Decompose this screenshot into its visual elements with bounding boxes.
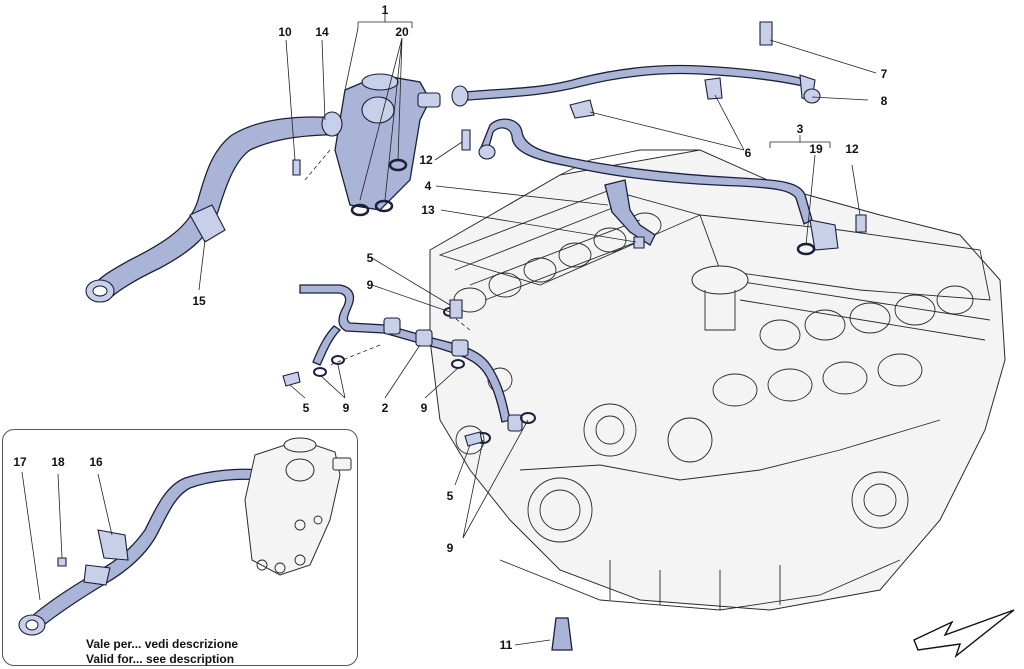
callout-9-bottom[interactable]: 9	[446, 541, 454, 555]
callout-13[interactable]: 13	[421, 203, 435, 217]
callout-14[interactable]: 14	[315, 25, 329, 39]
arrow-down-left-icon	[913, 609, 1015, 659]
callout-19[interactable]: 19	[809, 142, 823, 156]
callout-1[interactable]: 1	[381, 3, 389, 17]
inset-frame	[2, 429, 358, 666]
callout-12-right[interactable]: 12	[845, 142, 859, 156]
callout-3[interactable]: 3	[796, 122, 804, 136]
callout-16[interactable]: 16	[89, 455, 103, 469]
callout-10[interactable]: 10	[278, 25, 292, 39]
callout-9-mid[interactable]: 9	[420, 401, 428, 415]
inset-detail	[18, 437, 352, 636]
callout-11[interactable]: 11	[499, 638, 513, 652]
callout-12-left[interactable]: 12	[419, 153, 433, 167]
callout-9-top[interactable]: 9	[366, 278, 374, 292]
callout-5-left[interactable]: 5	[302, 401, 310, 415]
callout-17[interactable]: 17	[13, 455, 27, 469]
callout-6[interactable]: 6	[744, 146, 752, 160]
parts-blue	[85, 21, 867, 651]
callout-7[interactable]: 7	[880, 67, 888, 81]
callout-15[interactable]: 15	[192, 294, 206, 308]
inset-caption: Vale per... vedi descrizione Valid for..…	[86, 637, 238, 667]
inset-caption-en: Valid for... see description	[86, 652, 235, 666]
leader-lines	[198, 12, 877, 646]
callout-18[interactable]: 18	[51, 455, 65, 469]
callout-4[interactable]: 4	[424, 179, 432, 193]
callout-20[interactable]: 20	[395, 25, 409, 39]
callout-8[interactable]: 8	[880, 94, 888, 108]
callout-2[interactable]: 2	[381, 401, 389, 415]
callout-5-bottom[interactable]: 5	[446, 489, 454, 503]
engine-block	[429, 149, 1006, 611]
callout-5-top[interactable]: 5	[366, 251, 374, 265]
inset-caption-it: Vale per... vedi descrizione	[86, 637, 239, 651]
callout-9-left[interactable]: 9	[342, 401, 350, 415]
